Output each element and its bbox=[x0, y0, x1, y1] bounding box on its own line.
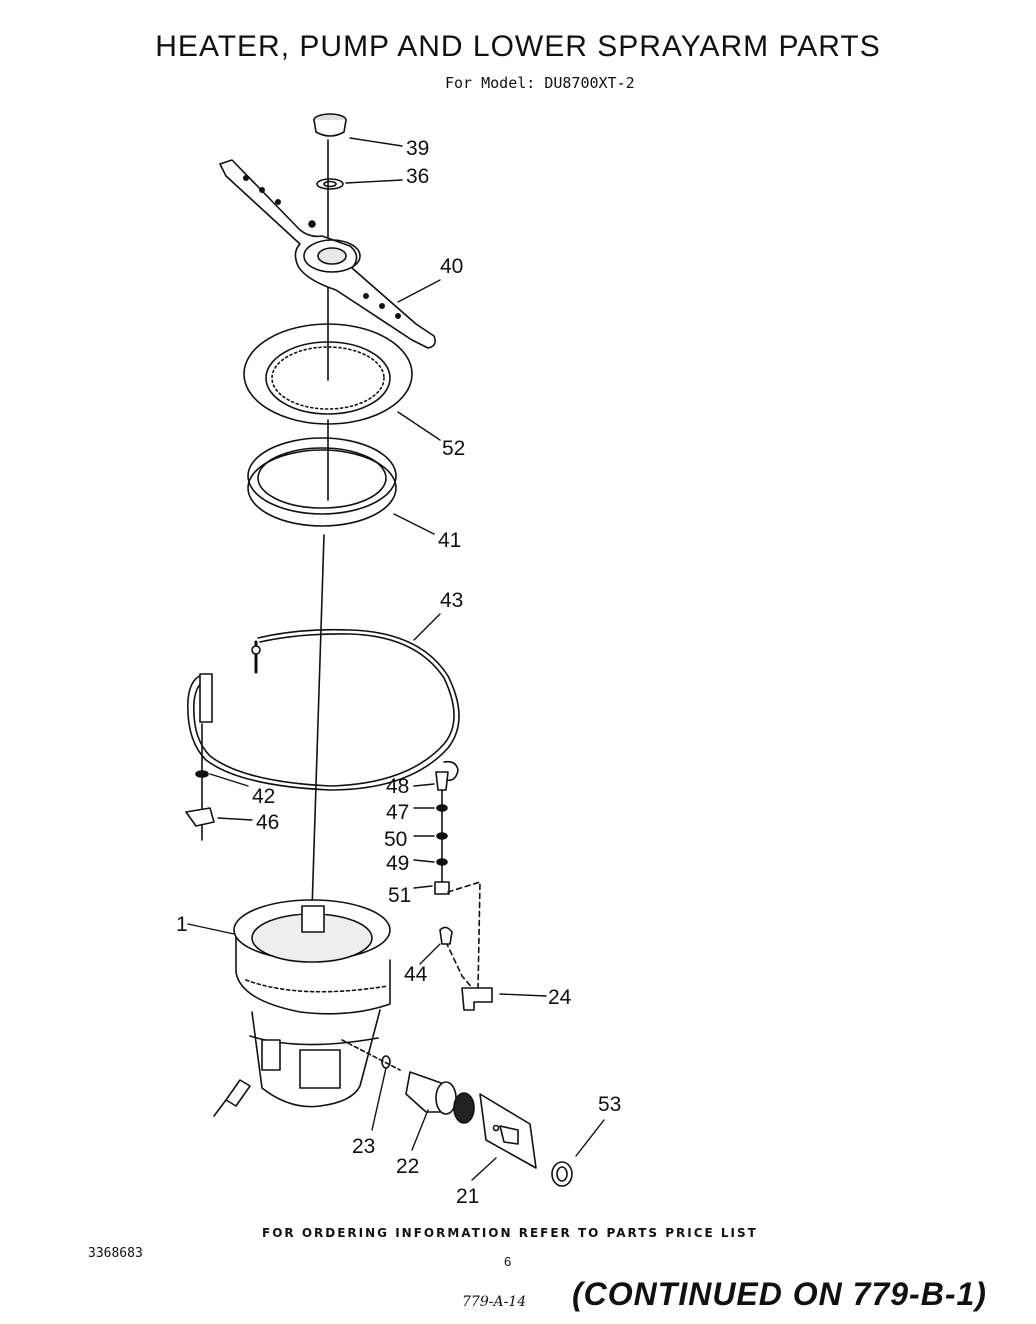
document-number: 3368683 bbox=[88, 1246, 143, 1261]
callout-51: 51 bbox=[388, 884, 412, 907]
callout-22: 22 bbox=[396, 1155, 420, 1178]
callout-40: 40 bbox=[440, 255, 464, 278]
callout-23: 23 bbox=[352, 1135, 376, 1158]
valve-22 bbox=[405, 1071, 475, 1124]
page-number: 6 bbox=[504, 1254, 512, 1269]
bracket-24 bbox=[461, 987, 493, 1011]
callout-46: 46 bbox=[256, 811, 280, 834]
callout-47: 47 bbox=[386, 801, 410, 824]
washer-36 bbox=[316, 178, 344, 190]
callout-39: 39 bbox=[406, 137, 430, 160]
heater-element-43 bbox=[187, 628, 460, 791]
page-title: HEATER, PUMP AND LOWER SPRAYARM PARTS bbox=[155, 30, 881, 63]
callout-52: 52 bbox=[442, 437, 466, 460]
leader-lines bbox=[187, 137, 605, 1181]
clip-44 bbox=[439, 926, 453, 945]
pump-motor-assembly-1 bbox=[213, 899, 401, 1117]
ordering-note: FOR ORDERING INFORMATION REFER TO PARTS … bbox=[262, 1226, 758, 1240]
heater-mount-left bbox=[185, 723, 215, 841]
callout-21: 21 bbox=[456, 1185, 480, 1208]
callout-1: 1 bbox=[176, 913, 188, 936]
callout-48: 48 bbox=[386, 775, 410, 798]
callout-49: 49 bbox=[386, 852, 410, 875]
clamp-53 bbox=[551, 1161, 573, 1187]
lower-sprayarm-40 bbox=[219, 159, 436, 349]
callout-41: 41 bbox=[438, 529, 462, 552]
heater-terminal-stack bbox=[434, 771, 450, 895]
callout-42: 42 bbox=[252, 785, 276, 808]
callout-50: 50 bbox=[384, 828, 408, 851]
filter-ring-52 bbox=[243, 323, 413, 425]
callout-43: 43 bbox=[440, 589, 464, 612]
callout-53: 53 bbox=[598, 1093, 622, 1116]
model-subtitle: For Model: DU8700XT-2 bbox=[445, 74, 635, 92]
callout-36: 36 bbox=[406, 165, 430, 188]
seal-ring-41 bbox=[247, 437, 397, 527]
continued-note: (CONTINUED ON 779-B-1) bbox=[572, 1276, 987, 1312]
callout-44: 44 bbox=[404, 963, 428, 986]
callout-24: 24 bbox=[548, 986, 572, 1009]
cap-39 bbox=[313, 113, 347, 137]
wiring-path bbox=[445, 881, 481, 991]
plate-21 bbox=[479, 1093, 537, 1169]
reference-code: 779-A-14 bbox=[462, 1294, 527, 1310]
